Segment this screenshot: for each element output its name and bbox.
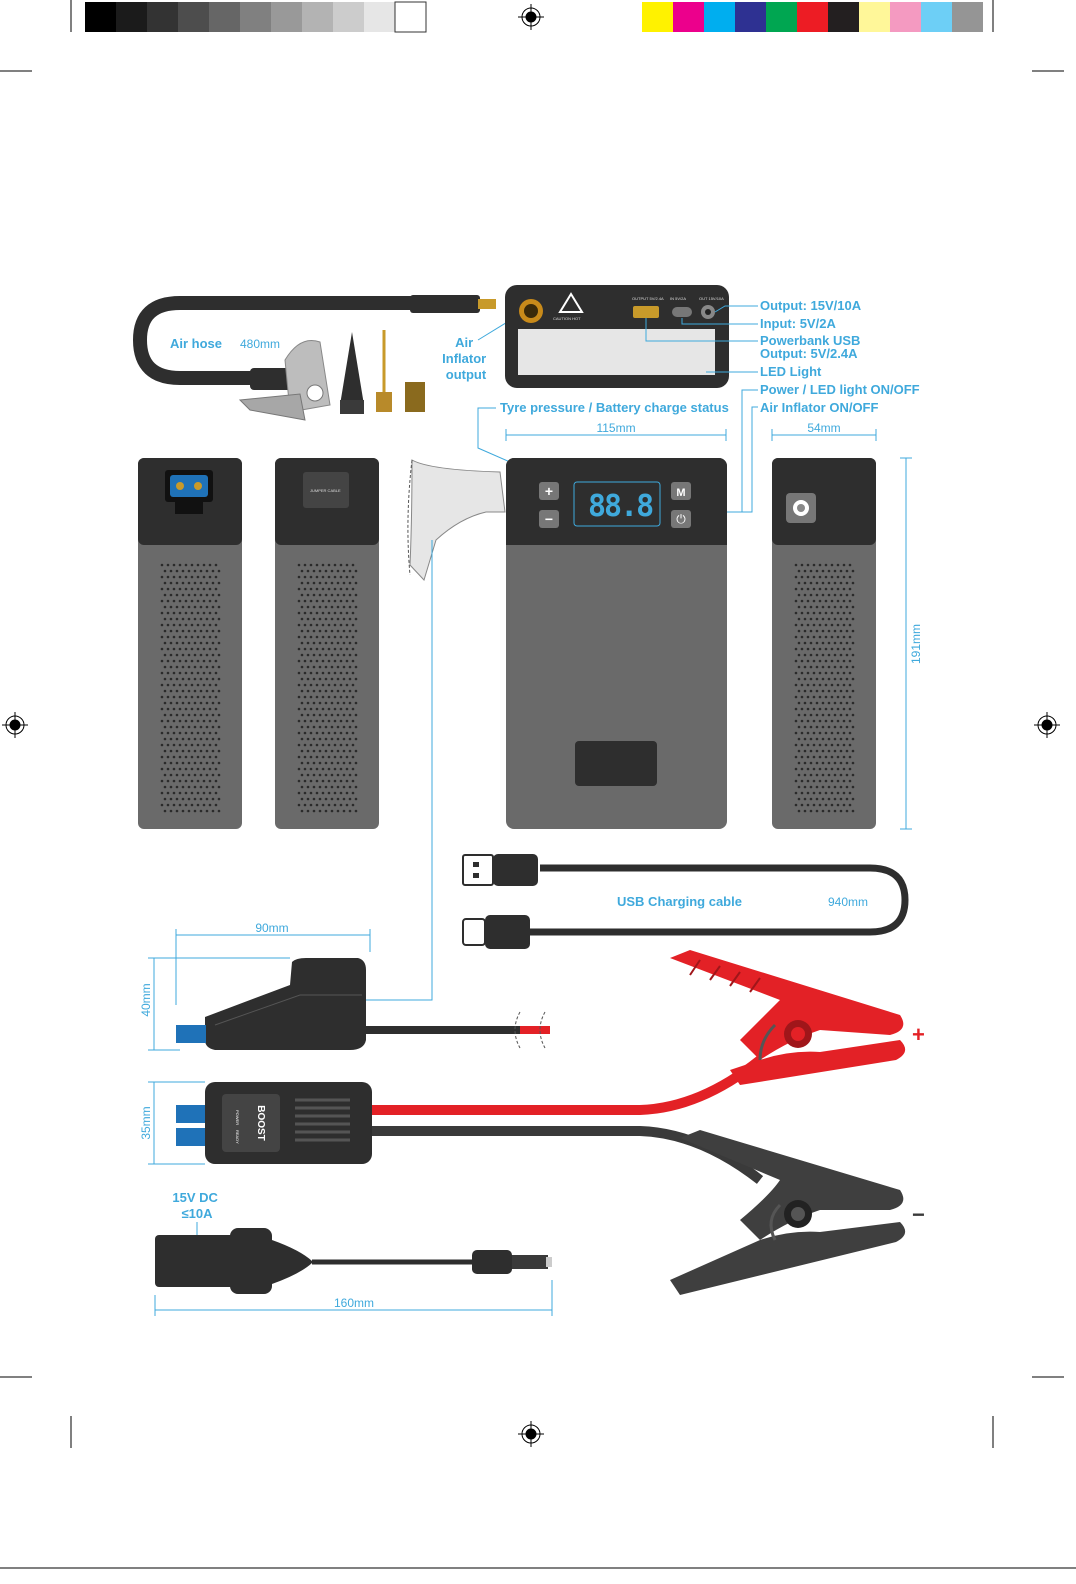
svg-text:JUMPER CABLE: JUMPER CABLE bbox=[310, 488, 341, 493]
boost-label: BOOST bbox=[255, 1105, 266, 1141]
dim-width-front bbox=[505, 429, 727, 441]
speaker-grilles bbox=[160, 563, 855, 813]
dim-clip-length bbox=[175, 929, 371, 1005]
leader-output bbox=[714, 305, 758, 313]
dc-output-label: 15V DC ≤10A bbox=[172, 1190, 221, 1221]
output-15v-label: Output: 15V/10A bbox=[760, 298, 862, 313]
dim-boost-height bbox=[148, 1081, 205, 1165]
input-5v-label: Input: 5V/2A bbox=[760, 316, 836, 331]
socket-length-label: 160mm bbox=[334, 1296, 374, 1310]
dim-clip-height bbox=[148, 957, 290, 1051]
air-hose-label: Air hose bbox=[170, 336, 222, 351]
mode-button: M bbox=[676, 487, 685, 499]
height-label: 191mm bbox=[909, 624, 923, 664]
svg-text:CAUTION HOT: CAUTION HOT bbox=[553, 316, 581, 321]
leader-clip-connector bbox=[365, 540, 433, 1001]
clip-length-label: 90mm bbox=[255, 921, 288, 935]
device-front-view bbox=[506, 458, 727, 829]
air-inflator-onoff-label: Air Inflator ON/OFF bbox=[760, 400, 879, 415]
registration-mark-left bbox=[2, 712, 28, 738]
device-top-view: CAUTION HOT OUTPUT 5V/2.4A IN 5V/2A OUT … bbox=[505, 285, 729, 388]
plus-sign: + bbox=[912, 1022, 925, 1047]
color-calibration-bar bbox=[85, 1, 983, 33]
powerbank-usb-label: Powerbank USB bbox=[760, 333, 860, 348]
powerbank-output-label: Output: 5V/2.4A bbox=[760, 346, 858, 361]
registration-mark-right bbox=[1034, 712, 1060, 738]
minus-button: − bbox=[545, 511, 553, 527]
svg-text:OUT 15V/10A: OUT 15V/10A bbox=[699, 296, 724, 301]
crop-marks bbox=[0, 0, 1064, 1448]
led-light-label: LED Light bbox=[760, 364, 822, 379]
black-clamp bbox=[670, 1130, 906, 1295]
minus-sign: − bbox=[912, 1202, 925, 1227]
boost-height-label: 35mm bbox=[139, 1106, 153, 1139]
usb-cable-label: USB Charging cable bbox=[617, 894, 742, 909]
leader-powerbank bbox=[645, 318, 758, 342]
red-clamp bbox=[670, 950, 906, 1085]
registration-mark-bottom bbox=[518, 1421, 544, 1447]
tyre-pressure-label: Tyre pressure / Battery charge status bbox=[500, 400, 729, 415]
plus-button: + bbox=[545, 483, 553, 499]
leader-input bbox=[681, 318, 758, 325]
air-hose-illustration bbox=[132, 295, 496, 421]
dim-socket-length bbox=[154, 1280, 553, 1316]
dim-depth-side bbox=[771, 429, 877, 441]
air-inflator-output-label: Air Inflator output bbox=[442, 335, 490, 382]
registration-mark-top bbox=[518, 4, 544, 30]
width-front-label: 115mm bbox=[596, 421, 635, 435]
usb-charging-cable bbox=[462, 854, 909, 949]
dim-height bbox=[900, 457, 912, 830]
depth-side-label: 54mm bbox=[807, 421, 840, 435]
digital-display: 88.8 bbox=[588, 489, 653, 524]
jumper-connector-sketch bbox=[407, 459, 506, 581]
power-led-label: Power / LED light ON/OFF bbox=[760, 382, 920, 397]
cigarette-socket-adapter bbox=[155, 1228, 552, 1294]
air-hose-length: 480mm bbox=[240, 337, 280, 351]
boost-ready-label: READY bbox=[235, 1130, 240, 1144]
boost-power-label: POWER bbox=[235, 1110, 240, 1125]
clip-height-label: 40mm bbox=[139, 983, 153, 1016]
leader-inflator-onoff bbox=[742, 406, 758, 513]
power-icon: ⏻ bbox=[676, 512, 686, 526]
svg-text:IN 5V/2A: IN 5V/2A bbox=[670, 296, 686, 301]
usb-cable-length: 940mm bbox=[828, 895, 868, 909]
jumper-clip-connector bbox=[176, 958, 550, 1050]
svg-text:OUTPUT 5V/2.4A: OUTPUT 5V/2.4A bbox=[632, 296, 664, 301]
